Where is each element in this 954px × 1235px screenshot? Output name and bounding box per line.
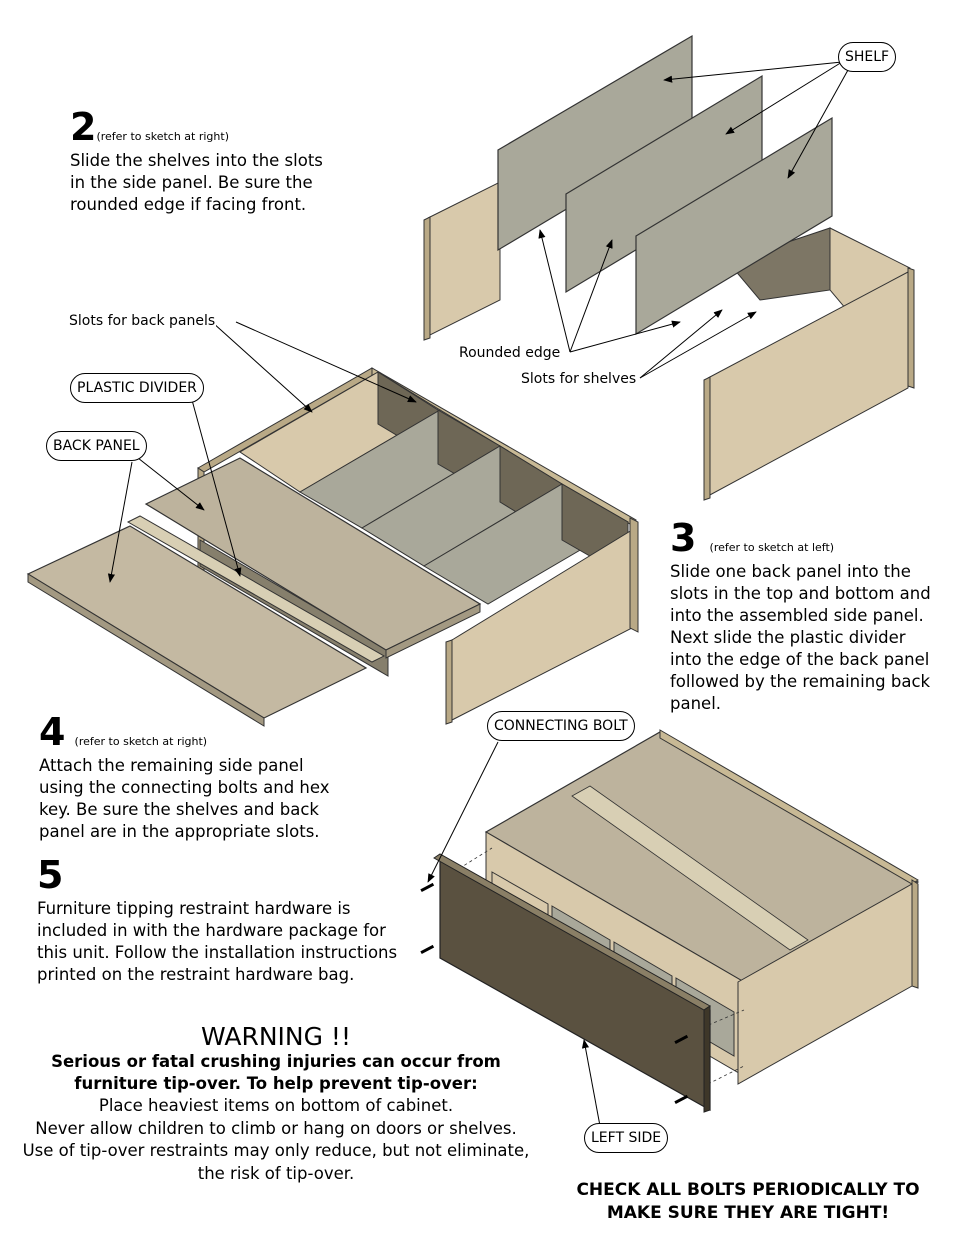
- step5-text: Furniture tipping restraint hardware is …: [37, 898, 417, 986]
- step2-line: rounded edge if facing front.: [70, 195, 307, 214]
- step2-text: Slide the shelves into the slots in the …: [70, 150, 400, 216]
- step2-line: in the side panel. Be sure the: [70, 173, 313, 192]
- label-slots-for-shelves: Slots for shelves: [520, 371, 638, 387]
- callout-back-panel: BACK PANEL: [46, 431, 147, 461]
- warning-line: Place heaviest items on bottom of cabine…: [98, 1096, 454, 1115]
- warning-line: Use of tip-over restraints may only redu…: [22, 1141, 530, 1160]
- side-panel-front: [707, 271, 909, 497]
- step4-line: panel are in the appropriate slots.: [39, 822, 320, 841]
- sketch-step2: [423, 34, 915, 501]
- step2-line: Slide the shelves into the slots: [70, 151, 323, 170]
- step3-line: into the assembled side panel.: [670, 606, 924, 625]
- label-slots-for-back-panels: Slots for back panels: [68, 313, 217, 329]
- check-line: MAKE SURE THEY ARE TIGHT!: [606, 1203, 890, 1223]
- step5-number: 5: [37, 853, 64, 897]
- step4-line: using the connecting bolts and hex: [39, 778, 330, 797]
- check-bolts-notice: CHECK ALL BOLTS PERIODICALLY TO MAKE SUR…: [548, 1179, 948, 1225]
- warning-bold-line: Serious or fatal crushing injuries can o…: [51, 1052, 501, 1071]
- step3-text: Slide one back panel into the slots in t…: [670, 561, 950, 715]
- warning-title: WARNING !!: [201, 1022, 351, 1051]
- step3-line: panel.: [670, 694, 722, 713]
- step2-ref: (refer to sketch at right): [96, 130, 229, 143]
- step5-line: included in with the hardware package fo…: [37, 921, 386, 940]
- step5-line: this unit. Follow the installation instr…: [37, 943, 398, 962]
- step5-heading: 5: [37, 856, 63, 894]
- check-line: CHECK ALL BOLTS PERIODICALLY TO: [576, 1180, 920, 1200]
- warning-bold-line: furniture tip-over. To help prevent tip-…: [74, 1074, 478, 1093]
- step3-line: slots in the top and bottom and: [670, 584, 931, 603]
- warning-block: WARNING !! Serious or fatal crushing inj…: [16, 1022, 536, 1185]
- sketch-step4: [420, 729, 920, 1127]
- step4-number: 4: [39, 710, 66, 754]
- callout-connecting-bolt: CONNECTING BOLT: [487, 711, 635, 741]
- shelf-3: [635, 116, 833, 336]
- step2-number: 2: [70, 105, 97, 149]
- step5-line: Furniture tipping restraint hardware is: [37, 899, 351, 918]
- step2-heading: 2(refer to sketch at right): [70, 108, 229, 146]
- label-rounded-edge: Rounded edge: [458, 345, 562, 361]
- step3-line: Slide one back panel into the: [670, 562, 911, 581]
- step3-line: followed by the remaining back: [670, 672, 931, 691]
- plastic-divider: [126, 515, 386, 663]
- warning-line: Never allow children to climb or hang on…: [35, 1118, 517, 1138]
- side-panel-left: [427, 181, 501, 337]
- step5-line: printed on the restraint hardware bag.: [37, 965, 355, 984]
- step4-ref: (refer to sketch at right): [74, 735, 208, 748]
- callout-plastic-divider: PLASTIC DIVIDER: [70, 373, 204, 403]
- step4-text: Attach the remaining side panel using th…: [39, 755, 369, 843]
- step4-heading: 4 (refer to sketch at right): [39, 713, 207, 751]
- step4-line: key. Be sure the shelves and back: [39, 800, 319, 819]
- step3-line: into the edge of the back panel: [670, 650, 930, 669]
- step4-line: Attach the remaining side panel: [39, 756, 304, 775]
- step3-number: 3: [670, 516, 697, 560]
- warning-line: the risk of tip-over.: [197, 1163, 355, 1183]
- connecting-bolts: [420, 882, 689, 1105]
- step3-line: Next slide the plastic divider: [670, 628, 906, 647]
- step3-ref: (refer to sketch at left): [709, 541, 835, 554]
- step3-heading: 3 (refer to sketch at left): [670, 519, 834, 557]
- callout-shelf: SHELF: [838, 42, 897, 72]
- callout-left-side: LEFT SIDE: [584, 1123, 669, 1153]
- sketch-step3: [26, 321, 639, 727]
